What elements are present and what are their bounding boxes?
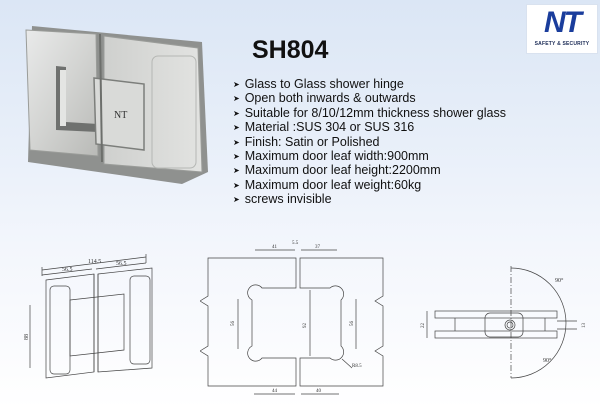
svg-text:56.5: 56.5 (62, 267, 73, 273)
svg-text:5.5: 5.5 (292, 241, 299, 246)
side-view-drawing: 90° 90° 22 13 (421, 266, 587, 379)
arrow-bullet-icon: ➤ (233, 137, 240, 147)
svg-text:56: 56 (231, 321, 236, 327)
logo-mark: NT (544, 6, 582, 39)
product-photo: NT (25, 26, 208, 184)
arrow-bullet-icon: ➤ (233, 166, 240, 176)
arrow-bullet-icon: ➤ (233, 108, 240, 118)
model-title: SH804 (252, 36, 329, 64)
arrow-bullet-icon: ➤ (233, 152, 240, 162)
svg-text:37: 37 (315, 245, 321, 250)
feature-item: ➤Maximum door leaf width:900mm (233, 149, 429, 164)
svg-text:44: 44 (272, 389, 278, 394)
arrow-bullet-icon: ➤ (233, 180, 240, 190)
svg-text:90°: 90° (555, 277, 564, 284)
logo-tagline: SAFETY & SECURITY (534, 41, 590, 47)
svg-text:90°: 90° (543, 357, 552, 364)
arrow-bullet-icon: ➤ (233, 80, 240, 89)
photo-engraving: NT (114, 110, 127, 121)
svg-text:114.5: 114.5 (88, 259, 101, 265)
svg-text:92: 92 (303, 323, 308, 329)
feature-item: ➤Maximum door leaf weight:60kg (233, 177, 422, 192)
svg-text:41: 41 (272, 245, 278, 250)
feature-item: ➤Glass to Glass shower hinge (233, 77, 404, 91)
feature-item: ➤Maximum door leaf height:2200mm (233, 163, 441, 178)
svg-text:13: 13 (582, 323, 587, 329)
feature-item: ➤screws invisible (233, 192, 332, 207)
brand-logo: NT SAFETY & SECURITY (526, 4, 598, 54)
feature-list: ➤Glass to Glass shower hinge ➤Open both … (233, 77, 506, 208)
arrow-bullet-icon: ➤ (233, 123, 240, 133)
isometric-drawing: 114.5 56.5 56.5 88 (24, 254, 153, 379)
svg-text:88: 88 (24, 334, 30, 340)
feature-item: ➤Open both inwards & outwards (233, 91, 416, 106)
arrow-bullet-icon: ➤ (233, 94, 240, 104)
feature-item: ➤Material :SUS 304 or SUS 316 (233, 120, 415, 135)
cutout-drawing: 5.5 41 37 56 92 56 R8.5 44 40 (200, 241, 384, 395)
svg-text:56: 56 (350, 321, 355, 327)
feature-item: ➤Suitable for 8/10/12mm thickness shower… (233, 105, 506, 120)
svg-text:40: 40 (316, 389, 322, 394)
svg-text:56.5: 56.5 (116, 261, 127, 267)
svg-text:22: 22 (421, 323, 426, 329)
feature-item: ➤Finish: Satin or Polished (233, 134, 380, 149)
svg-text:R8.5: R8.5 (352, 364, 362, 369)
arrow-bullet-icon: ➤ (233, 195, 240, 205)
